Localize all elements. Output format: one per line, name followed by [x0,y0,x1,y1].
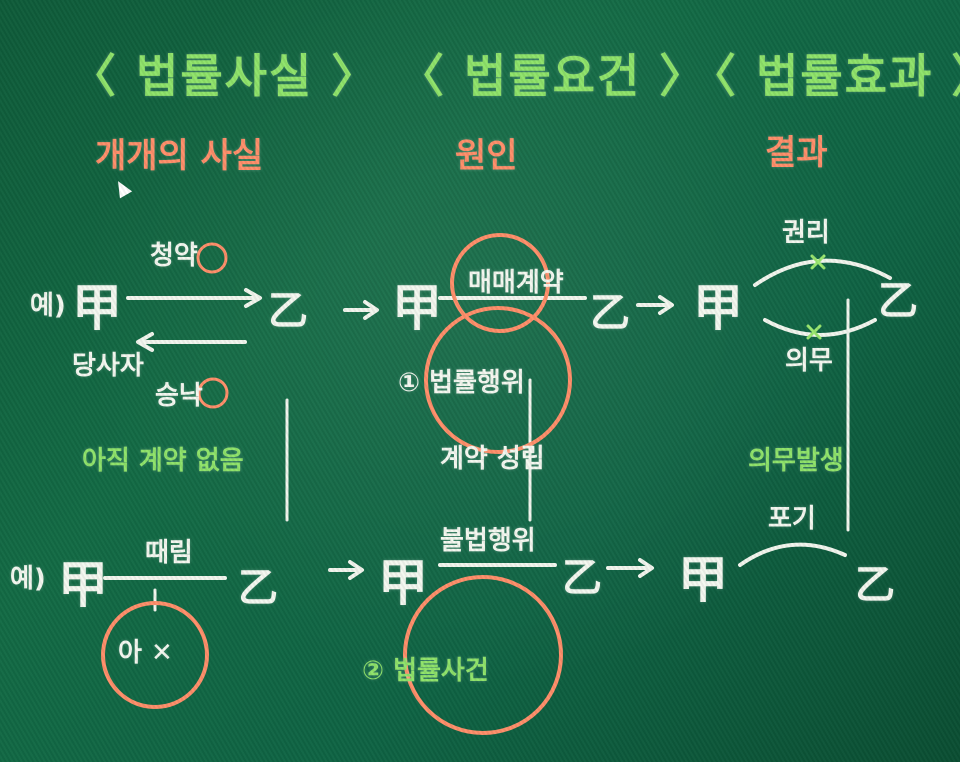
note-waiver: 포기 [768,504,816,534]
heading-legal-requirements: 〈 법률요건 〉 [398,49,708,103]
sparkle-bottom [806,324,822,340]
contract-box-label: 매매계약 [468,268,564,298]
row2-col3-gap: 甲 [678,551,728,609]
row2-party-eul: 乙 [238,565,278,611]
subheading-individual-facts: 개개의 사실 [95,136,264,176]
row1-col2-eul: 乙 [590,290,630,336]
sparkle-top [810,254,826,270]
juristic-act-circle [424,306,572,454]
acceptance-arrow [136,332,247,352]
row2-col2-gap: 甲 [378,554,428,612]
torts-label: 불법행위 [440,526,536,556]
heading-legal-facts: 〈 법률사실 〉 [70,49,380,103]
right-label: 권리 [782,218,830,248]
cross-circle [101,601,209,709]
offer-label: 청약 [150,241,198,271]
row1-party-gap: 甲 [72,279,122,337]
arrow-1-2 [343,300,379,320]
acceptance-circle [197,377,229,409]
compensation-arc [738,542,847,567]
acceptance-label: 승낙 [155,381,203,411]
row2-prefix: 예) [10,564,46,594]
legal-event-label: ② 법률사건 [362,656,489,686]
row1-prefix: 예) [30,291,66,321]
row1-col2-gap: 甲 [392,279,442,337]
note-contract-formed: 계약 성립 [440,444,545,474]
duty-label: 의무 [785,346,833,376]
row2-col2-eul: 乙 [562,555,602,601]
cross-label: 아 ✕ [118,638,173,668]
row2-col3-eul: 乙 [855,562,895,608]
offer-arrow [126,288,262,308]
row2-party-gap: 甲 [58,556,108,614]
arrow-r2-1 [328,560,364,580]
heading-legal-effects: 〈 법률효과 〉 [690,49,960,103]
row1-col3-gap: 甲 [693,279,743,337]
duty-arc [763,318,877,337]
right-arc [753,258,892,287]
legal-event-circle [403,575,563,735]
subheading-result: 결과 [765,133,828,173]
party-note: 당사자 [72,351,144,381]
assault-label: 때림 [145,538,193,568]
arrow-r2-2 [606,558,654,578]
subheading-cause: 원인 [455,136,518,176]
note-no-contract: 아직 계약 없음 [82,446,244,476]
row1-col3-eul: 乙 [878,278,918,324]
offer-circle [196,242,228,274]
contract-circle [450,233,550,333]
row1-party-eul: 乙 [268,288,308,334]
juristic-act-label: ① 법률행위 [398,368,525,398]
note-duty-arises: 의무발생 [748,446,844,476]
arrow-2-3 [636,295,674,315]
